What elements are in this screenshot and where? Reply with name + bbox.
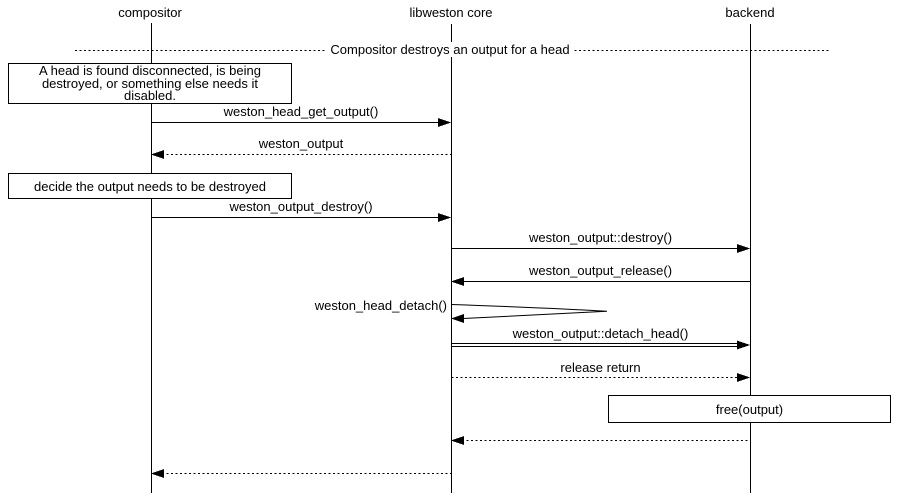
actor-label-backend: backend bbox=[725, 5, 775, 20]
message-label-weston-head-get-output: weston_head_get_output() bbox=[223, 104, 379, 119]
arrow-weston-output-destroy-vfunc bbox=[451, 244, 750, 253]
message-label-weston-output-destroy-vfunc: weston_output::destroy() bbox=[528, 230, 673, 245]
note-line: free(output) bbox=[715, 401, 784, 417]
arrow-weston-head-detach-self bbox=[451, 304, 608, 323]
arrow-weston-output-release bbox=[451, 277, 751, 286]
message-label-release-return: release return bbox=[560, 360, 641, 375]
message-label-weston-output-detach-head: weston_output::detach_head() bbox=[512, 326, 689, 341]
note-head-disconnected: A head is found disconnected, is being d… bbox=[8, 63, 292, 104]
arrow-weston-output-return bbox=[151, 150, 452, 159]
arrow-return-to-core bbox=[451, 436, 751, 445]
actor-label-libweston-core: libweston core bbox=[409, 5, 493, 20]
note-line: decide the output needs to be destroyed bbox=[33, 178, 266, 194]
arrow-weston-output-destroy bbox=[151, 213, 451, 222]
note-line: A head is found disconnected, is being bbox=[39, 63, 261, 78]
arrow-return-to-compositor bbox=[151, 469, 452, 478]
note-line: disabled. bbox=[123, 88, 177, 103]
actor-label-compositor: compositor bbox=[118, 5, 182, 20]
message-label-weston-output-release: weston_output_release() bbox=[528, 263, 673, 278]
arrow-weston-output-detach-head bbox=[451, 340, 750, 350]
note-free-output: free(output) bbox=[608, 395, 891, 423]
arrow-release-return bbox=[451, 373, 750, 382]
message-label-weston-output-destroy: weston_output_destroy() bbox=[229, 199, 373, 214]
note-decide-destroy: decide the output needs to be destroyed bbox=[8, 173, 292, 199]
arrow-weston-head-get-output bbox=[151, 118, 451, 127]
message-label-weston-head-detach: weston_head_detach() bbox=[314, 298, 447, 313]
message-label-weston-output: weston_output bbox=[258, 136, 344, 151]
note-line: destroyed, or something else needs it bbox=[41, 75, 259, 91]
